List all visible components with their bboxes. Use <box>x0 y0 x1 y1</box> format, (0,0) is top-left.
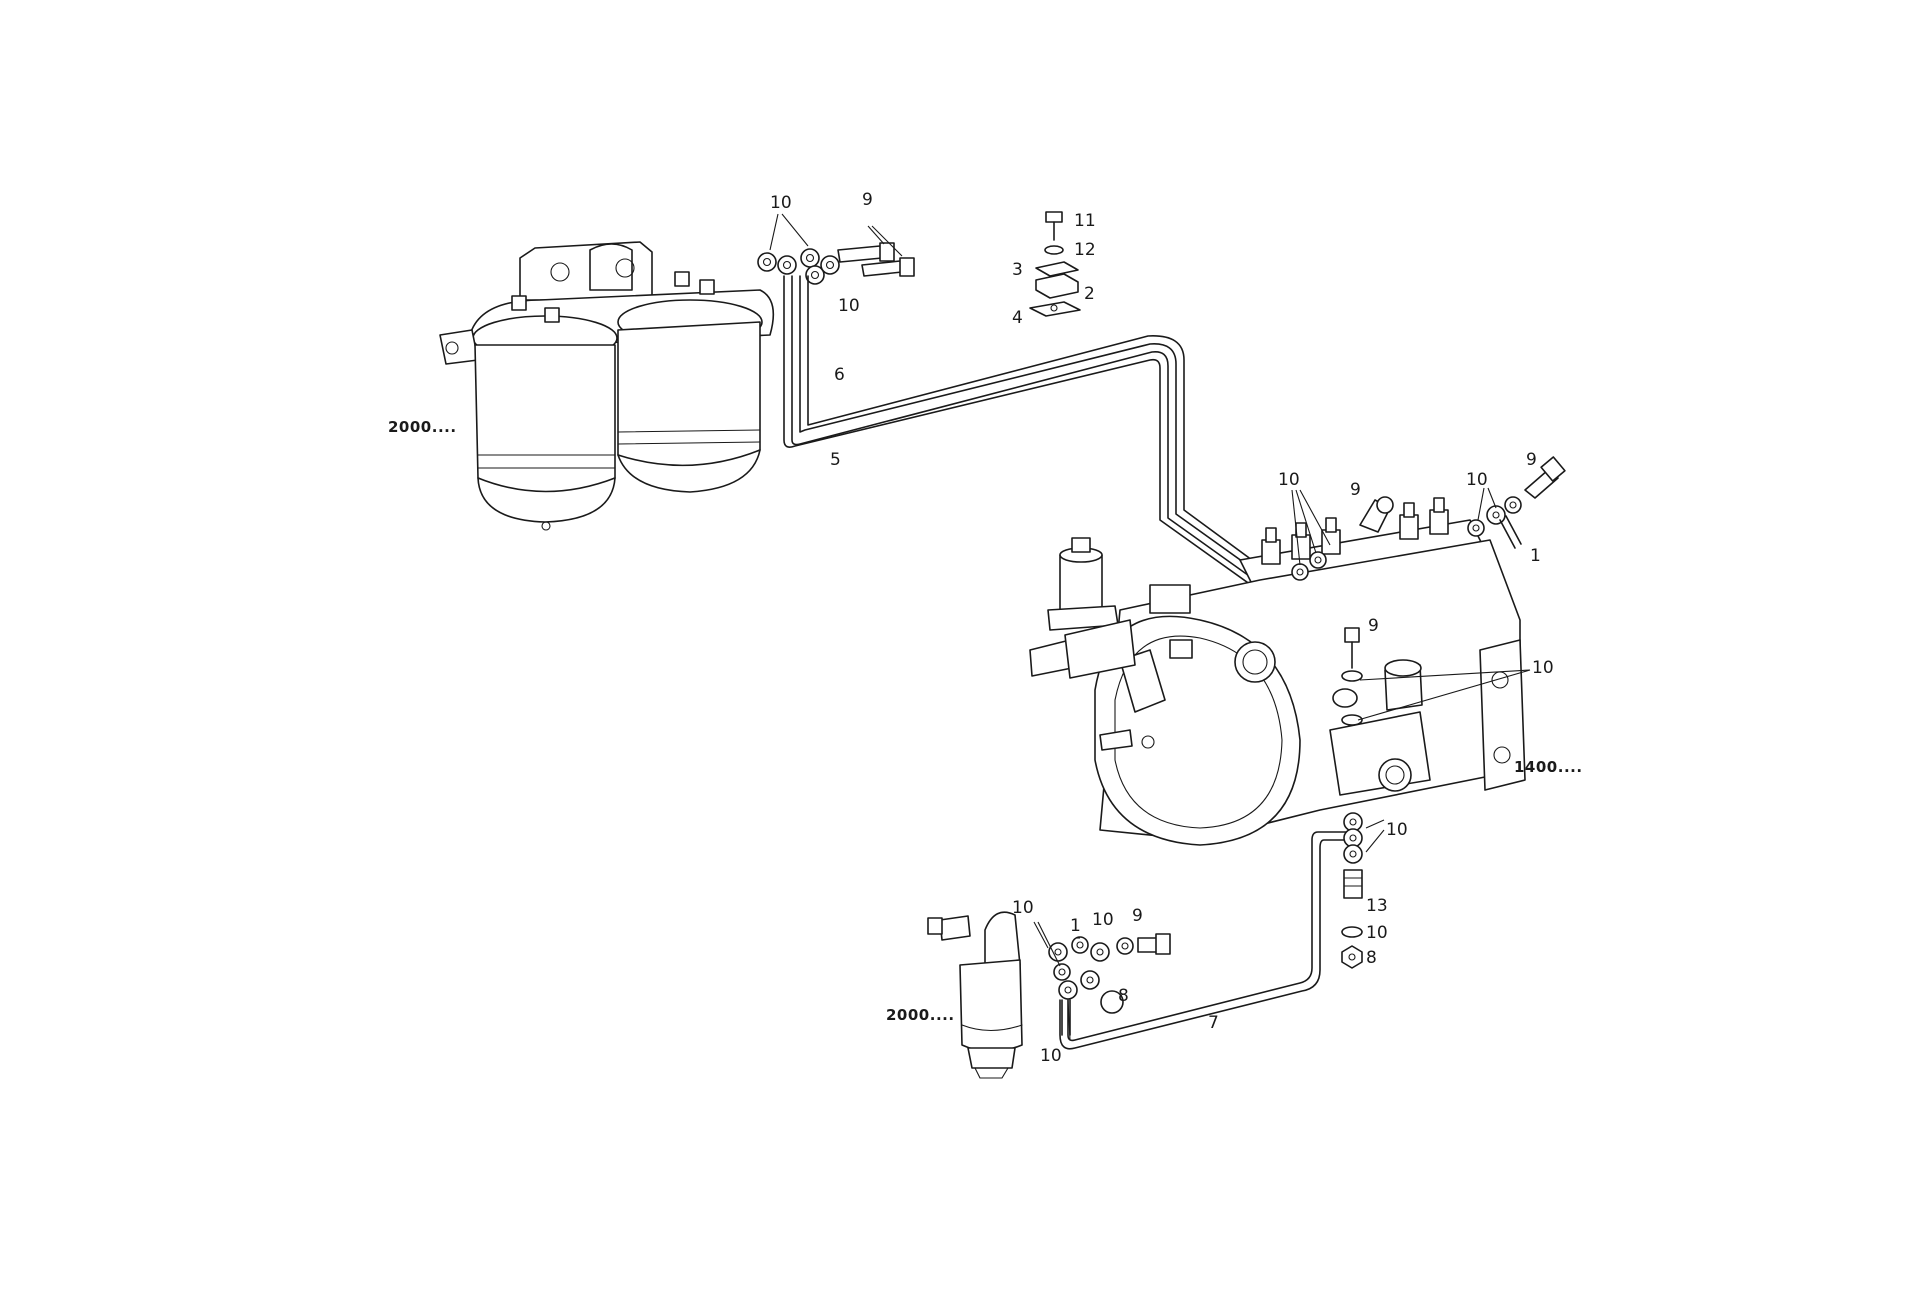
callout-2000-main: 2000.... <box>388 418 457 436</box>
fitting-13-stack <box>1341 869 1363 969</box>
callout-8-low: 8 <box>1366 948 1377 968</box>
callout-5: 5 <box>830 450 841 470</box>
callout-leaders <box>769 213 1531 1041</box>
callout-6: 6 <box>834 365 845 385</box>
fuel-lines-5-6 <box>783 275 1321 701</box>
callout-8-f: 8 <box>1118 986 1129 1006</box>
callout-9-pump-b: 9 <box>1526 450 1537 470</box>
callout-10-pump-a: 10 <box>1278 470 1300 490</box>
callout-12: 12 <box>1074 240 1096 260</box>
callout-10-f1: 10 <box>1012 898 1034 918</box>
callout-10-f3: 10 <box>1040 1046 1062 1066</box>
callout-10-mid: 10 <box>1532 658 1554 678</box>
callout-7: 7 <box>1208 1013 1219 1033</box>
callout-9-top: 9 <box>862 190 873 210</box>
double-fuel-filter <box>439 241 775 531</box>
callout-1-pump: 1 <box>1530 546 1541 566</box>
callout-9-f: 9 <box>1132 906 1143 926</box>
injection-pump <box>1029 456 1566 846</box>
callout-2: 2 <box>1084 284 1095 304</box>
callout-10-pump-b: 10 <box>1466 470 1488 490</box>
callout-10-low2: 10 <box>1366 923 1388 943</box>
banjo-fittings-top <box>757 242 915 285</box>
callout-13: 13 <box>1366 896 1388 916</box>
callout-2000-small: 2000.... <box>886 1006 955 1024</box>
callout-9-pump-a: 9 <box>1350 480 1361 500</box>
callout-9-mid: 9 <box>1368 616 1379 636</box>
small-filter-fittings <box>1048 933 1171 1036</box>
callout-10-f2: 10 <box>1092 910 1114 930</box>
callout-3: 3 <box>1012 260 1023 280</box>
callout-1400: 1400.... <box>1514 758 1583 776</box>
callout-4: 4 <box>1012 308 1023 328</box>
callout-1-f: 1 <box>1070 916 1081 936</box>
callout-10-top: 10 <box>770 193 792 213</box>
pipe-clamp-assembly <box>1029 211 1081 317</box>
small-fuel-filter <box>927 911 1023 1079</box>
callout-11: 11 <box>1074 211 1096 231</box>
callout-10-b: 10 <box>838 296 860 316</box>
callout-10-low: 10 <box>1386 820 1408 840</box>
